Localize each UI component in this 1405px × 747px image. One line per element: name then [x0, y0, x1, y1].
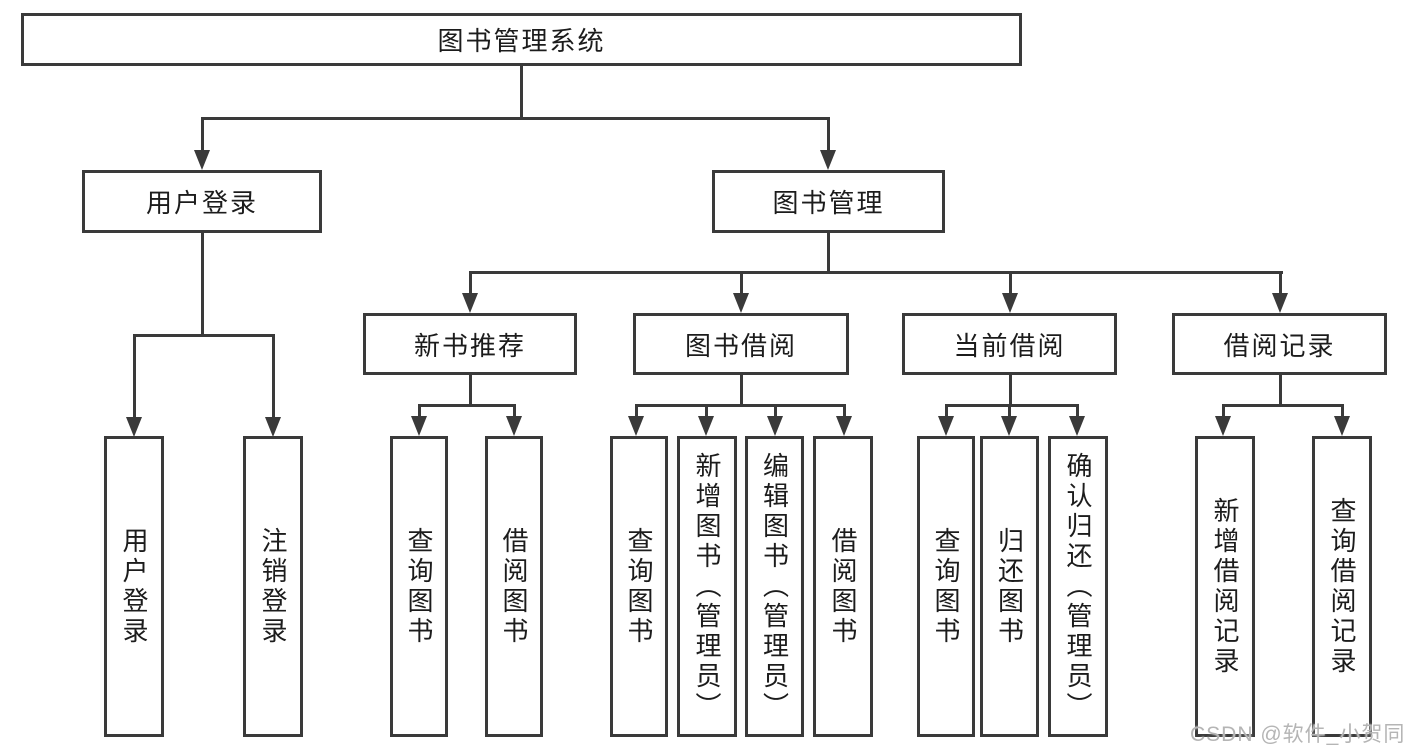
connector-horizontal: [469, 271, 1283, 274]
node-borrowing-records: 借阅记录: [1172, 313, 1387, 375]
connector-vertical: [827, 117, 830, 153]
arrow-down-icon: [1272, 293, 1288, 313]
connector-horizontal: [945, 404, 1078, 407]
arrow-down-icon: [836, 416, 852, 436]
node-book-borrowing: 图书借阅: [633, 313, 849, 375]
node-user-login: 用户登录: [82, 170, 322, 233]
arrow-down-icon: [506, 416, 522, 436]
leaf-borrow-books-borrow: 借阅图书: [813, 436, 873, 737]
arrow-down-icon: [698, 416, 714, 436]
node-root: 图书管理系统: [21, 13, 1022, 66]
leaf-edit-books-admin: 编辑图书（管理员）: [745, 436, 804, 737]
arrow-down-icon: [1069, 416, 1085, 436]
leaf-query-books-borrow: 查询图书: [610, 436, 668, 737]
connector-vertical: [1008, 404, 1011, 419]
leaf-borrow-books-recommend: 借阅图书: [485, 436, 543, 737]
connector-vertical: [705, 404, 708, 419]
connector-vertical: [272, 334, 275, 419]
leaf-return-books: 归还图书: [980, 436, 1039, 737]
leaf-query-books-current: 查询图书: [917, 436, 975, 737]
leaf-confirm-return-admin: 确认归还（管理员）: [1048, 436, 1108, 737]
leaf-user-login: 用户登录: [104, 436, 164, 737]
node-book-management: 图书管理: [712, 170, 945, 233]
connector-vertical: [827, 233, 830, 274]
node-current-borrowing: 当前借阅: [902, 313, 1117, 375]
arrow-down-icon: [265, 417, 281, 437]
connector-vertical: [418, 404, 421, 419]
connector-horizontal: [635, 404, 846, 407]
watermark: CSDN @软件_小贺同学: [1190, 723, 1405, 746]
connector-horizontal: [418, 404, 516, 407]
arrow-down-icon: [126, 417, 142, 437]
arrow-down-icon: [628, 416, 644, 436]
leaf-add-borrow-record: 新增借阅记录: [1195, 436, 1255, 737]
connector-vertical: [520, 65, 523, 120]
arrow-down-icon: [1001, 416, 1017, 436]
connector-vertical: [201, 233, 204, 336]
connector-vertical: [635, 404, 638, 419]
connector-vertical: [133, 334, 136, 419]
leaf-query-borrow-record: 查询借阅记录: [1312, 436, 1372, 737]
arrow-down-icon: [820, 150, 836, 170]
connector-horizontal: [133, 334, 275, 337]
arrow-down-icon: [1215, 416, 1231, 436]
connector-vertical: [1076, 404, 1079, 419]
arrow-down-icon: [767, 416, 783, 436]
connector-vertical: [201, 117, 204, 153]
leaf-query-books-recommend: 查询图书: [390, 436, 448, 737]
node-new-book-recommendation: 新书推荐: [363, 313, 577, 375]
connector-vertical: [1341, 404, 1344, 419]
connector-vertical: [843, 404, 846, 419]
arrow-down-icon: [462, 293, 478, 313]
connector-vertical: [469, 271, 472, 295]
leaf-add-books-admin: 新增图书（管理员）: [677, 436, 737, 737]
connector-vertical: [1279, 375, 1282, 406]
connector-vertical: [1009, 271, 1012, 295]
arrow-down-icon: [411, 416, 427, 436]
connector-vertical: [1222, 404, 1225, 419]
arrow-down-icon: [733, 293, 749, 313]
connector-vertical: [1009, 375, 1012, 406]
connector-vertical: [513, 404, 516, 419]
connector-vertical: [774, 404, 777, 419]
connector-vertical: [945, 404, 948, 419]
connector-horizontal: [1222, 404, 1343, 407]
connector-vertical: [740, 375, 743, 406]
connector-vertical: [469, 375, 472, 406]
arrow-down-icon: [938, 416, 954, 436]
arrow-down-icon: [194, 150, 210, 170]
connector-horizontal: [201, 117, 830, 120]
arrow-down-icon: [1334, 416, 1350, 436]
connector-vertical: [740, 271, 743, 295]
connector-vertical: [1279, 271, 1282, 295]
arrow-down-icon: [1002, 293, 1018, 313]
leaf-logout: 注销登录: [243, 436, 303, 737]
